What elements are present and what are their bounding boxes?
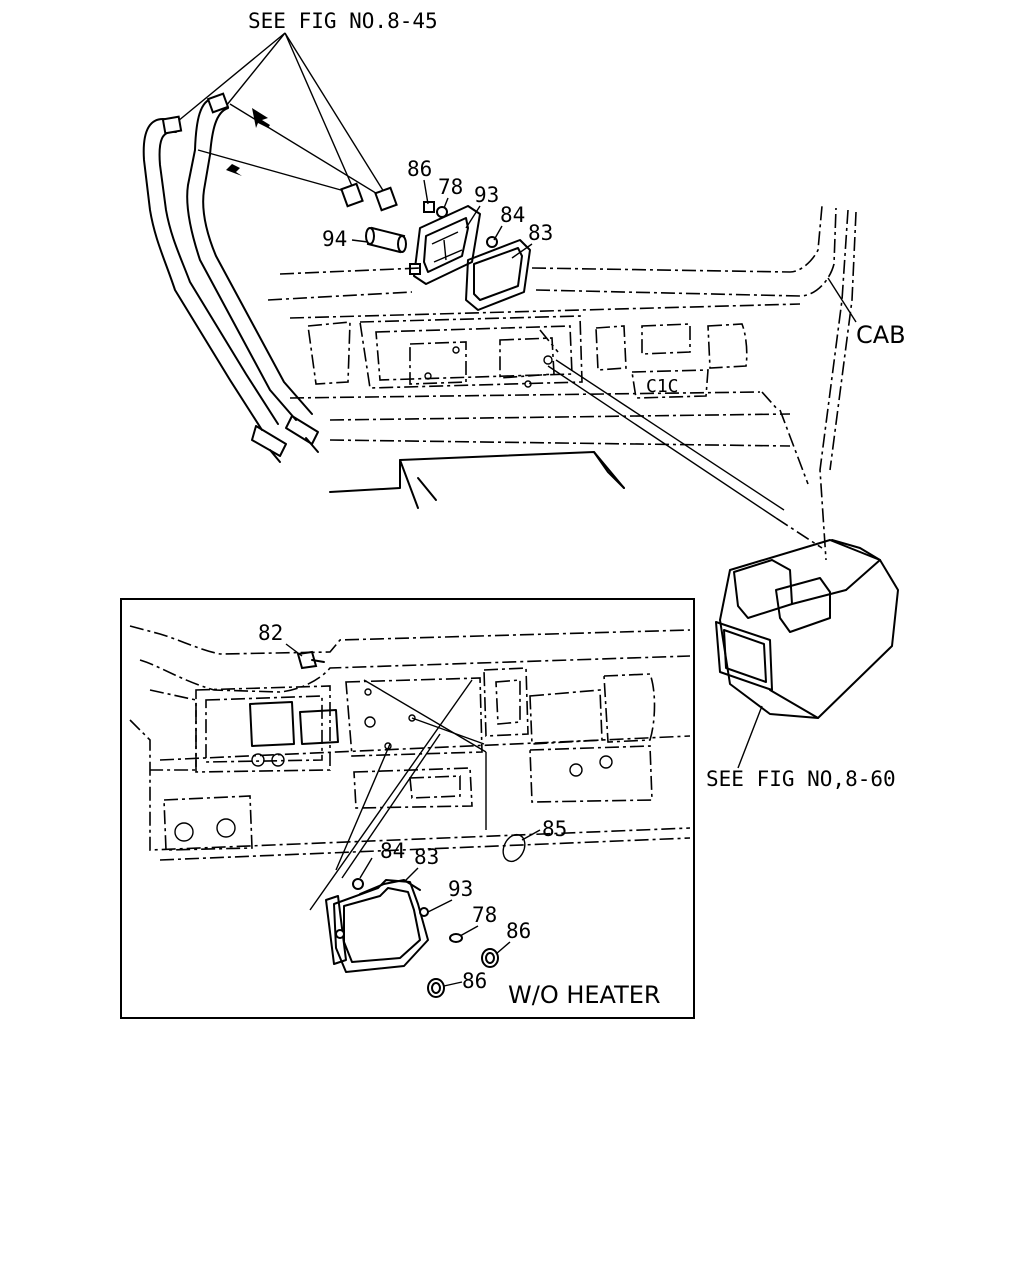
callout-94: 94 [322, 227, 347, 251]
inset-panel [129, 625, 691, 861]
callout-82: 82 [258, 621, 283, 645]
inset-callouts: 84 83 93 78 86 86 [359, 839, 531, 993]
part-82-bolt: 82 [258, 621, 325, 670]
inset-title: W/O HEATER [508, 981, 661, 1009]
see-fig-8-45-leaders [171, 32, 385, 193]
inset-without-heater: 82 85 [120, 598, 695, 1019]
callout-78-inset: 78 [472, 903, 497, 927]
callout-85: 85 [542, 817, 567, 841]
panel-marking: C1C [646, 376, 679, 397]
pipe-connectors [340, 182, 398, 212]
callout-84-inset: 84 [380, 839, 405, 863]
upper-assembly: SEE FIG NO.8-45 [142, 9, 906, 561]
part-93-valve-body [413, 205, 481, 285]
callout-83-inset: 83 [414, 845, 439, 869]
part-83-gasket [465, 239, 531, 311]
upper-callouts: 86 78 93 84 83 94 [322, 157, 553, 259]
heater-hose-right [186, 92, 319, 453]
callout-93-inset: 93 [448, 877, 473, 901]
part-85-o-ring: 85 [502, 817, 567, 863]
cab-panel: C1C [267, 205, 857, 561]
callout-86-upper: 86 [407, 157, 432, 181]
cab-label: CAB [856, 321, 906, 349]
inset-leaders [309, 679, 487, 911]
callout-86-inset-right: 86 [506, 919, 531, 943]
callout-93-upper: 93 [474, 183, 499, 207]
heater-unit: SEE FIG NO,8-60 [706, 539, 899, 791]
inset-frame [120, 598, 695, 1019]
callout-83-upper: 83 [528, 221, 553, 245]
callout-78-upper: 78 [438, 175, 463, 199]
see-fig-8-45-label: SEE FIG NO.8-45 [248, 9, 438, 33]
part-94-cylinder [351, 226, 407, 254]
callout-84-upper: 84 [500, 203, 525, 227]
callout-86-inset-bottom: 86 [462, 969, 487, 993]
flow-arrows [197, 103, 385, 199]
heater-hose-left [142, 115, 287, 463]
see-fig-8-60-label: SEE FIG NO,8-60 [706, 767, 896, 791]
